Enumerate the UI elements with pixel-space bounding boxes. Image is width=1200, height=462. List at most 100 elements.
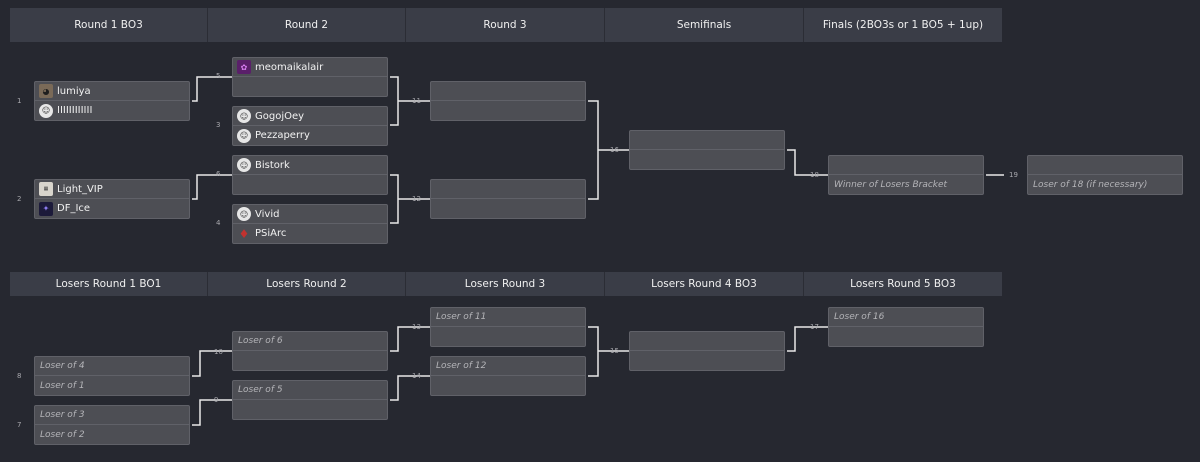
match-number-14: 14 <box>412 372 421 380</box>
df-ice-avatar-icon: ✦ <box>39 201 53 216</box>
match-number-3: 3 <box>216 121 221 129</box>
match-18-player-top[interactable] <box>829 156 983 175</box>
placeholder-label: Loser of 2 <box>40 429 85 440</box>
player-name: PSiArc <box>255 228 287 239</box>
placeholder-label: Loser of 1 <box>40 380 85 391</box>
match-6-player-bottom[interactable] <box>233 175 387 194</box>
match-19[interactable]: Loser of 18 (if necessary) <box>1027 155 1183 195</box>
player-name: Vivid <box>255 208 280 220</box>
match-11-player-top[interactable] <box>431 82 585 101</box>
match-10-player-bottom[interactable] <box>233 351 387 370</box>
cat-photo-avatar-icon: ◕ <box>39 84 53 98</box>
match-number-19: 19 <box>1009 171 1018 179</box>
header-finals: Finals (2BO3s or 1 BO5 + 1up) <box>804 8 1002 42</box>
match-number-1: 1 <box>17 97 22 105</box>
match-10-player-top[interactable]: Loser of 6 <box>233 332 387 351</box>
match-14-player-bottom[interactable] <box>431 376 585 395</box>
match-2[interactable]: ▦Light_VIP ✦ DF_Ice <box>34 179 190 219</box>
match-8-player-top[interactable]: Loser of 4 <box>35 357 189 376</box>
match-13-player-bottom[interactable] <box>431 327 585 346</box>
match-number-4: 4 <box>216 219 221 227</box>
light-vip-avatar-icon: ▦ <box>39 182 53 196</box>
connector-6-4-12 <box>390 174 430 224</box>
header-losers-round-3: Losers Round 3 <box>406 272 605 296</box>
match-12[interactable] <box>430 179 586 219</box>
match-11-player-bottom[interactable] <box>431 101 585 120</box>
match-15-player-bottom[interactable] <box>630 351 784 370</box>
match-4[interactable]: ☺Vivid ♦PSiArc <box>232 204 388 244</box>
match-17-player-top[interactable]: Loser of 16 <box>829 308 983 327</box>
match-13-player-top[interactable]: Loser of 11 <box>431 308 585 327</box>
match-13[interactable]: Loser of 11 <box>430 307 586 347</box>
placeholder-label: Winner of Losers Bracket <box>834 179 948 190</box>
player-name: lumiya <box>57 85 91 97</box>
match-7-player-top[interactable]: Loser of 3 <box>35 406 189 425</box>
match-3-player-top[interactable]: ☺ GogojOey <box>233 107 387 126</box>
placeholder-label: Loser of 3 <box>40 410 85 420</box>
match-18[interactable]: Winner of Losers Bracket <box>828 155 984 195</box>
match-1-player-bottom[interactable]: ☺IIIIIIIIIIII <box>35 101 189 120</box>
match-number-6: 6 <box>216 170 221 178</box>
player-name: GogojOey <box>255 110 305 122</box>
match-18-player-bottom[interactable]: Winner of Losers Bracket <box>829 175 983 194</box>
match-9-player-bottom[interactable] <box>233 400 387 419</box>
match-11[interactable] <box>430 81 586 121</box>
placeholder-label: Loser of 5 <box>238 385 283 395</box>
header-round-1: Round 1 BO3 <box>10 8 208 42</box>
match-number-9: 9 <box>214 396 219 404</box>
match-8[interactable]: Loser of 4 Loser of 1 <box>34 356 190 396</box>
match-14-player-top[interactable]: Loser of 12 <box>431 357 585 376</box>
header-losers-round-2: Losers Round 2 <box>208 272 406 296</box>
match-4-player-top[interactable]: ☺Vivid <box>233 205 387 224</box>
player-name: Bistork <box>255 159 290 171</box>
match-2-player-bottom[interactable]: ✦ DF_Ice <box>35 199 189 218</box>
header-losers-round-4: Losers Round 4 BO3 <box>605 272 804 296</box>
match-14[interactable]: Loser of 12 <box>430 356 586 396</box>
match-number-18: 18 <box>810 171 819 179</box>
match-1[interactable]: ◕ lumiya ☺IIIIIIIIIIII <box>34 81 190 121</box>
match-9-player-top[interactable]: Loser of 5 <box>233 381 387 400</box>
match-17-player-bottom[interactable] <box>829 327 983 346</box>
match-7-player-bottom[interactable]: Loser of 2 <box>35 425 189 444</box>
match-19-player-bottom[interactable]: Loser of 18 (if necessary) <box>1028 175 1182 194</box>
match-8-player-bottom[interactable]: Loser of 1 <box>35 376 189 395</box>
purple-avatar-icon: ✿ <box>237 60 251 74</box>
player-name: DF_Ice <box>57 203 91 214</box>
match-15-player-top[interactable] <box>630 332 784 351</box>
match-3-player-bottom[interactable]: ☺Pezzaperry <box>233 126 387 145</box>
connector-1-5 <box>192 76 232 102</box>
match-5[interactable]: ✿ meomaikalair <box>232 57 388 97</box>
header-semifinals: Semifinals <box>605 8 804 42</box>
header-losers-round-1: Losers Round 1 BO1 <box>10 272 208 296</box>
match-2-player-top[interactable]: ▦Light_VIP <box>35 180 189 199</box>
match-12-player-bottom[interactable] <box>431 199 585 218</box>
match-16[interactable] <box>629 130 785 170</box>
match-9[interactable]: Loser of 5 <box>232 380 388 420</box>
connector-7-9 <box>192 399 232 426</box>
player-name: meomaikalair <box>255 61 324 73</box>
match-1-player-top[interactable]: ◕ lumiya <box>35 82 189 101</box>
match-6[interactable]: ☺Bistork <box>232 155 388 195</box>
placeholder-label: Loser of 12 <box>436 361 487 371</box>
match-16-player-bottom[interactable] <box>630 150 784 169</box>
default-avatar-icon: ☺ <box>237 109 251 123</box>
match-7[interactable]: Loser of 3 Loser of 2 <box>34 405 190 445</box>
match-number-11: 11 <box>412 97 421 105</box>
placeholder-label: Loser of 11 <box>436 312 487 322</box>
match-16-player-top[interactable] <box>630 131 784 150</box>
match-12-player-top[interactable] <box>431 180 585 199</box>
match-6-player-top[interactable]: ☺Bistork <box>233 156 387 175</box>
match-19-player-top[interactable] <box>1028 156 1182 175</box>
match-4-player-bottom[interactable]: ♦PSiArc <box>233 224 387 243</box>
match-number-7: 7 <box>17 421 22 429</box>
placeholder-label: Loser of 4 <box>40 361 85 371</box>
match-15[interactable] <box>629 331 785 371</box>
match-5-player-top[interactable]: ✿ meomaikalair <box>233 58 387 77</box>
match-3[interactable]: ☺ GogojOey ☺Pezzaperry <box>232 106 388 146</box>
match-17[interactable]: Loser of 16 <box>828 307 984 347</box>
match-10[interactable]: Loser of 6 <box>232 331 388 371</box>
match-5-player-bottom[interactable] <box>233 77 387 96</box>
connector-10-13 <box>390 326 430 352</box>
connector-16-18 <box>787 149 828 176</box>
